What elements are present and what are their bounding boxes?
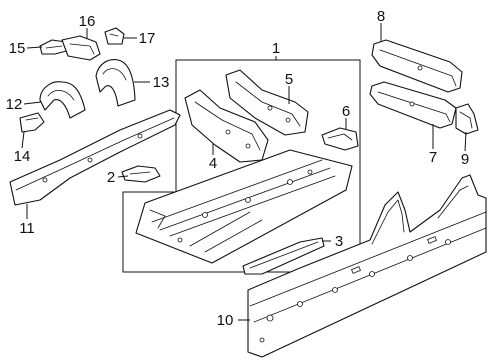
leader-line-9: [464, 131, 467, 152]
bracket-part-2: [121, 165, 161, 183]
shell-part-12: [39, 81, 86, 119]
callout-1: 1: [272, 40, 280, 57]
rail-part-11: [9, 109, 181, 206]
shell-part-13: [95, 59, 136, 107]
side-panel-part-10: [247, 174, 487, 358]
callout-12: 12: [6, 96, 23, 113]
bracket-part-17: [104, 27, 125, 45]
bracket-part-6: [321, 127, 359, 151]
callout-3: 3: [335, 233, 343, 250]
bracket-part-9: [455, 103, 479, 135]
bracket-part-14: [19, 112, 45, 133]
callout-6: 6: [342, 103, 350, 120]
callout-5: 5: [285, 71, 293, 88]
callout-11: 11: [19, 220, 35, 237]
callout-2: 2: [107, 169, 115, 186]
bracket-part-16: [61, 35, 101, 61]
callout-9: 9: [461, 151, 469, 168]
leader-line-14: [21, 131, 25, 149]
callout-4: 4: [209, 155, 217, 172]
callout-16: 16: [79, 13, 96, 30]
callout-10: 10: [217, 312, 234, 329]
callout-8: 8: [377, 8, 385, 25]
callout-7: 7: [429, 149, 437, 166]
leader-line-12: [23, 101, 42, 105]
callout-15: 15: [9, 40, 26, 57]
cross-member-part-4: [184, 89, 269, 163]
callout-13: 13: [153, 74, 170, 91]
callout-14: 14: [14, 148, 31, 165]
leader-line-15: [26, 46, 43, 49]
floor-pan-part: [135, 149, 353, 264]
cross-member-part-5: [225, 69, 309, 136]
reinforcement-part-3: [242, 237, 325, 275]
callout-17: 17: [139, 30, 156, 47]
rail-part-8: [371, 39, 463, 93]
leader-line-2: [117, 175, 129, 178]
rail-part-7: [369, 81, 457, 129]
